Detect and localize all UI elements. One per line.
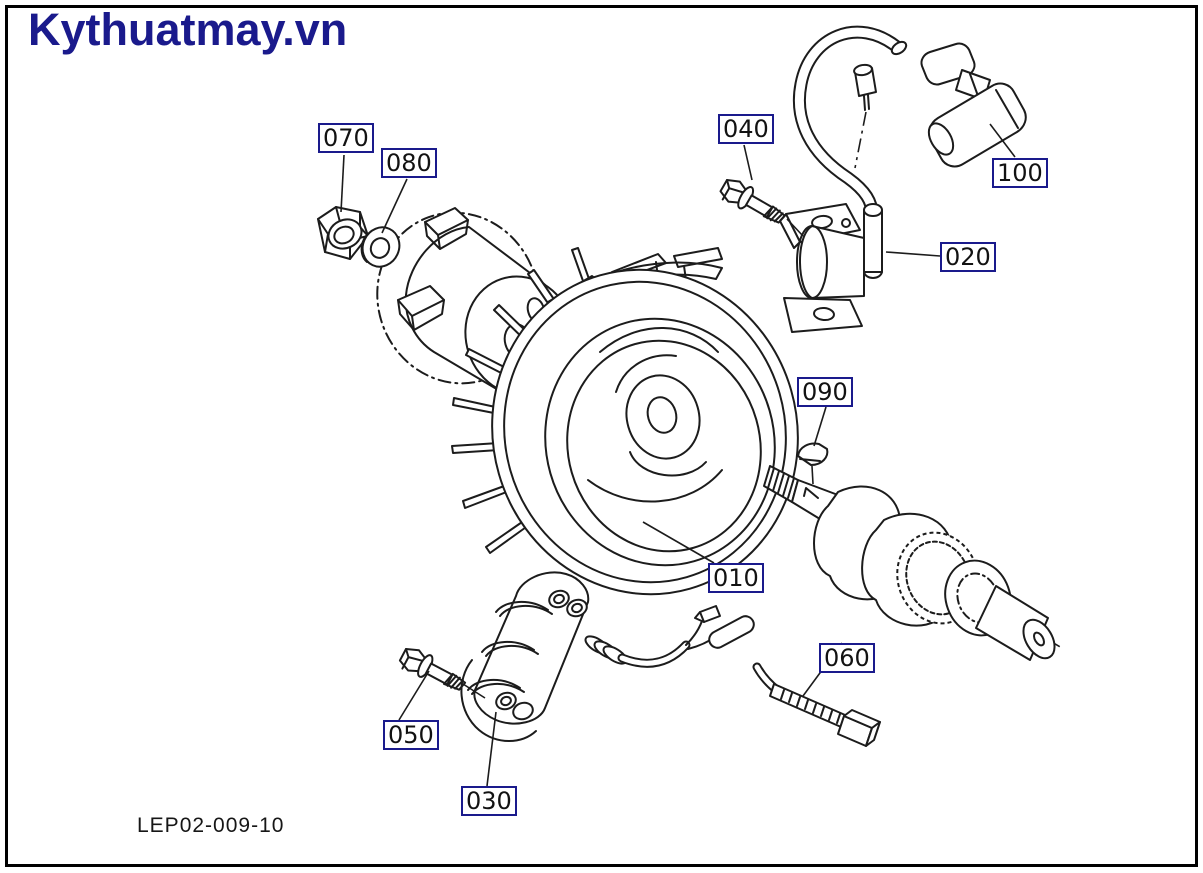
cable-tie-drawing [752,662,881,747]
nut-drawing [317,206,369,260]
callout-040[interactable]: 040 [718,114,774,144]
callout-010[interactable]: 010 [708,563,764,593]
callout-080[interactable]: 080 [381,148,437,178]
callout-100[interactable]: 100 [992,158,1048,188]
callout-060[interactable]: 060 [819,643,875,673]
drawing-code: LEP02-009-10 [137,814,285,837]
callout-030[interactable]: 030 [461,786,517,816]
bolt-040-drawing [719,179,786,224]
callout-050[interactable]: 050 [383,720,439,750]
flywheel-drawing [451,247,799,596]
woodruff-key-drawing [797,442,829,485]
spark-plug-cap-drawing [920,42,1027,168]
bolt-050-drawing [398,648,467,691]
callout-020[interactable]: 020 [940,242,996,272]
ignition-coil-drawing [779,25,908,333]
callout-090[interactable]: 090 [797,377,853,407]
site-logo: Kythuatmay.vn [28,4,348,55]
crankshaft-drawing [763,465,1063,661]
callout-070[interactable]: 070 [318,123,374,153]
charge-coil-drawing [460,571,755,742]
washer-drawing [360,226,401,268]
